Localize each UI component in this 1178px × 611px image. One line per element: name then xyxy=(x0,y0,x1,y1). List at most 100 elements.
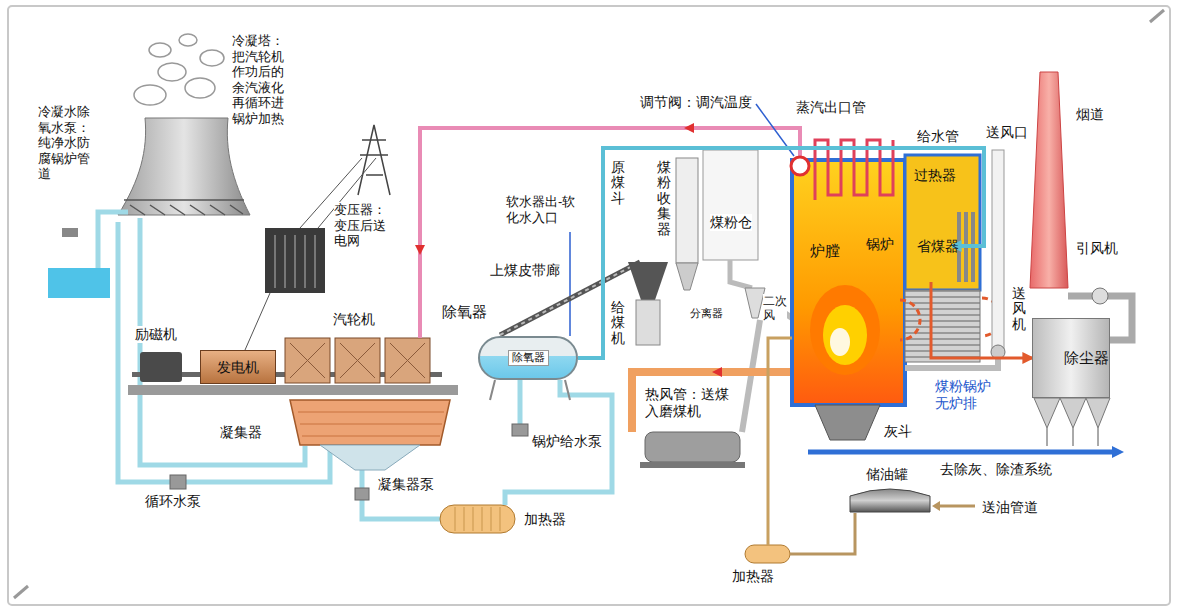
oil-system xyxy=(936,505,975,508)
boiler xyxy=(810,285,880,375)
boiler xyxy=(905,290,980,362)
part-label: 调节阀：调汽温度 xyxy=(640,94,752,111)
deaerator-support xyxy=(490,380,570,400)
steam-clouds xyxy=(179,34,197,46)
generator-set xyxy=(140,352,182,382)
frame xyxy=(8,6,1170,605)
equipment-name: 省煤器 xyxy=(917,238,945,255)
pipe-connector xyxy=(578,148,984,358)
heater-tank xyxy=(455,507,500,531)
boiler xyxy=(791,140,1001,440)
pipe-connector xyxy=(931,282,1032,358)
coal-handling xyxy=(628,262,668,300)
oil-system xyxy=(932,501,940,511)
part-label: 过热器 xyxy=(914,167,956,184)
equipment-name: 发电机 xyxy=(217,359,259,376)
part-label: 去除灰、除渣系统 xyxy=(940,461,1052,478)
generator-set xyxy=(290,343,425,378)
steam-clouds xyxy=(149,43,171,57)
chimney xyxy=(1030,72,1132,340)
ash-belt xyxy=(808,450,1112,455)
ash-belt xyxy=(808,446,1124,458)
condenser xyxy=(298,412,444,436)
equipment-name: 炉膛 xyxy=(810,242,840,260)
transmission-pylon xyxy=(360,140,388,175)
part-label: 锅炉 xyxy=(866,236,894,253)
part-label: 加热器 xyxy=(732,568,774,585)
deaerator-support xyxy=(565,380,570,400)
coal-handling xyxy=(676,158,698,263)
generator-set xyxy=(128,338,458,395)
water-pool xyxy=(48,268,110,298)
part-label: 分离器 xyxy=(690,307,723,320)
part-label: 给煤机 xyxy=(611,300,625,346)
oil-system xyxy=(850,489,930,512)
water-pipe xyxy=(505,380,612,505)
frame xyxy=(8,6,1170,605)
steam-clouds xyxy=(134,85,166,105)
part-label: 变压器：变压后送电网 xyxy=(334,202,392,249)
part-label: 蒸汽出口管 xyxy=(796,99,866,116)
equipment-box: 省煤器 xyxy=(910,210,952,282)
coal-handling xyxy=(745,288,765,318)
boiler xyxy=(823,305,867,365)
equipment-box: 除尘器 xyxy=(1032,318,1110,398)
part-label: 软水器出-软化水入口 xyxy=(506,194,586,225)
water-pipe xyxy=(118,222,330,482)
oil-system xyxy=(768,338,792,545)
steam-pipe xyxy=(420,128,800,338)
dust-hopper xyxy=(1047,428,1098,446)
power-wire xyxy=(245,293,270,350)
part-label: 凝集器泵 xyxy=(378,476,434,493)
pump-icon xyxy=(355,488,369,500)
forced-draft-fan xyxy=(905,359,998,368)
heater-tank xyxy=(440,505,515,533)
power-wire xyxy=(245,158,376,350)
cooling-tower xyxy=(118,118,250,215)
boiler xyxy=(830,328,850,356)
part-label: 冷凝塔：把汽轮机作功后的余汽液化再循环进锅炉加热 xyxy=(232,33,290,127)
part-label: 储油罐 xyxy=(866,466,908,483)
coal-handling xyxy=(676,263,698,290)
part-label: 上煤皮带廊 xyxy=(490,262,560,279)
condenser xyxy=(290,400,450,470)
coal-handling xyxy=(730,260,752,288)
pipe-label: 给水管 xyxy=(915,128,961,145)
boiler xyxy=(815,405,880,440)
equipment-box: 炉膛 xyxy=(800,170,896,395)
part-label: 灰斗 xyxy=(884,423,912,440)
coal-handling xyxy=(703,150,758,260)
part-label: 锅炉给水泵 xyxy=(532,433,602,450)
part-label: 加热器 xyxy=(524,511,566,528)
water-pipe xyxy=(362,470,440,519)
part-label: 冷凝水除氧水泵：纯净水防腐锅炉管道 xyxy=(38,104,96,182)
water-pipe xyxy=(98,212,612,519)
part-label: 二次风 xyxy=(763,294,787,323)
chimney xyxy=(1030,72,1068,288)
steam-clouds xyxy=(158,63,186,81)
coal-handling xyxy=(636,300,660,345)
cooling-tower xyxy=(118,118,250,215)
part-label: 热风管：送煤入磨煤机 xyxy=(645,386,737,420)
part-label: 煤粉收集器 xyxy=(657,160,671,237)
forced-draft-fan xyxy=(992,150,1004,350)
part-label: 凝集器 xyxy=(220,424,262,441)
transformer xyxy=(265,228,325,293)
coal-mill xyxy=(640,462,745,468)
steam-pipe xyxy=(684,123,694,133)
part-label: 原煤斗 xyxy=(611,160,625,206)
leader-line xyxy=(569,232,571,336)
part-label: 煤粉仓 xyxy=(710,214,752,231)
equipment-box: 除氧器除氧器 xyxy=(478,336,578,380)
equipment-name: 除氧器 xyxy=(442,303,487,321)
part-label: 引风机 xyxy=(1076,240,1118,257)
forced-draft-fan xyxy=(905,150,1005,368)
ash-belt xyxy=(1112,446,1124,458)
water-pipe xyxy=(518,380,523,424)
hot-air-duct xyxy=(632,372,790,432)
steam-pipe xyxy=(415,245,425,255)
dust-hopper xyxy=(1086,398,1110,428)
